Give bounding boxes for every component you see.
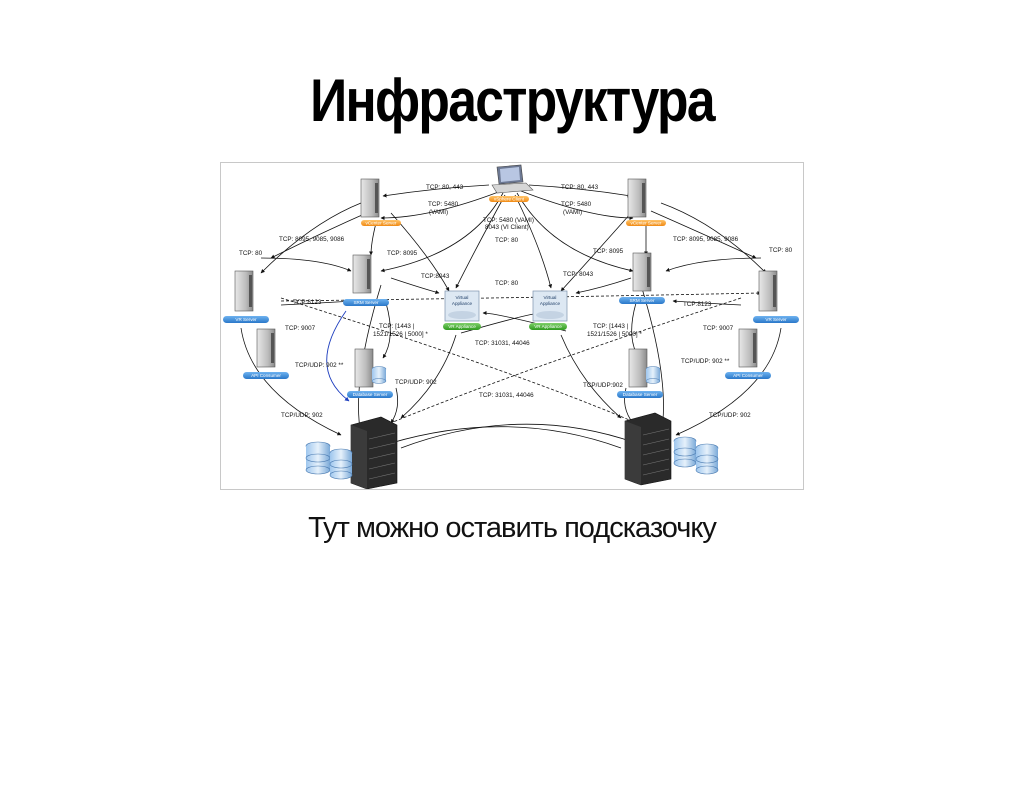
va-left-badge	[443, 323, 481, 330]
port-label: 1521/1526 | 5000] *	[587, 331, 642, 338]
srm-right-badge	[619, 297, 665, 304]
vr-right-label: VR Server	[765, 317, 787, 322]
va-right-text-top: Virtual	[544, 295, 557, 300]
server-icon	[360, 178, 380, 218]
port-label: TCP: 80	[495, 280, 519, 287]
port-label: TCP: 5480	[561, 201, 592, 208]
database-server-icon	[628, 348, 661, 388]
port-label: 8043 (VI Client)	[485, 224, 529, 231]
port-label: TCP: 8095, 9085, 9086	[673, 236, 739, 243]
slide-title: Инфраструктура	[310, 67, 715, 134]
port-label: TCP: 5480	[428, 201, 459, 208]
network-diagram: vSphere Client vCenter Server vCenter Se…	[220, 162, 804, 490]
server-icon	[627, 178, 647, 218]
srm-left-badge	[343, 299, 389, 306]
port-label: TCP: 9007	[285, 325, 316, 332]
srm-left-label: SRM Server	[353, 300, 378, 305]
storage-rack-icon	[624, 412, 672, 486]
port-label: TCP: 9007	[703, 325, 734, 332]
database-stack-icon	[673, 436, 719, 475]
va-left-badge-label: VR Appliance	[448, 324, 476, 329]
port-label: TCP:8123	[683, 301, 712, 308]
vcenter-left-label: vCenter Server	[366, 221, 397, 226]
virtual-appliance-icon	[532, 290, 568, 322]
server-icon	[352, 254, 372, 294]
srm-right-label: SRM Server	[629, 298, 654, 303]
vr-left-label: VR Server	[235, 317, 257, 322]
va-left-text-bottom: Appliance	[452, 301, 473, 306]
port-label: TCP:8043	[421, 273, 450, 280]
port-label: TCP: 8095	[387, 250, 418, 257]
va-right-text-bottom: Appliance	[540, 301, 561, 306]
vr-left-badge	[223, 316, 269, 323]
port-label: TCP: 8043	[563, 271, 594, 278]
port-label: TCP: [1443 |	[379, 323, 415, 330]
port-label: TCP/UDP: 902	[395, 379, 437, 386]
port-label: TCP: 80, 443	[561, 184, 599, 191]
port-label: TCP: 8095, 9085, 9086	[279, 236, 345, 243]
client-badge	[489, 196, 529, 202]
va-right-badge-label: VR Appliance	[534, 324, 562, 329]
virtual-appliance-icon	[444, 290, 480, 322]
port-label: TCP:8123	[293, 299, 322, 306]
port-label: TCP/UDP: 902	[281, 412, 323, 419]
server-icon	[738, 328, 758, 368]
port-label: TCP/UDP:902	[583, 382, 623, 389]
port-label: TCP: 8095	[593, 248, 624, 255]
server-icon	[632, 252, 652, 292]
vcenter-right-badge	[626, 220, 666, 226]
db-right-label: Database Server	[623, 392, 658, 397]
port-label: (VAMI)	[563, 209, 582, 216]
port-label: TCP: 31031, 44046	[479, 392, 534, 399]
port-label: TCP/UDP: 902 **	[681, 358, 730, 365]
port-label: TCP: 80	[239, 250, 263, 257]
vcenter-right-label: vCenter Server	[631, 221, 662, 226]
port-labels: TCP: 80, 443 TCP: 80, 443 TCP: 5480 (VAM…	[239, 184, 793, 419]
va-left-text-top: Virtual	[456, 295, 469, 300]
va-right-badge	[529, 323, 567, 330]
vr-right-badge	[753, 316, 799, 323]
db-right-badge	[617, 391, 663, 398]
db-left-badge	[347, 391, 393, 398]
storage-rack-icon	[350, 416, 398, 489]
port-label: TCP/UDP: 902	[709, 412, 751, 419]
port-label: 1521/1526 | 5000] *	[373, 331, 428, 338]
port-label: TCP: 80, 443	[426, 184, 464, 191]
port-label: TCP: 80	[769, 247, 793, 254]
client-label: vSphere Client	[494, 197, 525, 202]
diagram-canvas: vSphere Client vCenter Server vCenter Se…	[223, 164, 799, 489]
port-label: TCP: 31031, 44046	[475, 340, 530, 347]
port-label: TCP/UDP: 902 **	[295, 362, 344, 369]
vcenter-left-badge	[361, 220, 401, 226]
server-icon	[234, 270, 254, 312]
api-left-badge	[243, 372, 289, 379]
slide-caption: Тут можно оставить подсказочку	[308, 512, 717, 544]
server-icon	[256, 328, 276, 368]
port-label: (VAMI)	[429, 209, 448, 216]
api-left-label: API Consumer	[251, 373, 281, 378]
port-label: TCP: 5480 (VAMI)	[483, 217, 534, 224]
database-stack-icon	[305, 441, 353, 480]
api-right-badge	[725, 372, 771, 379]
api-right-label: API Consumer	[733, 373, 763, 378]
database-server-icon	[354, 348, 387, 388]
blue-connection	[326, 310, 350, 402]
db-left-label: Database Server	[353, 392, 388, 397]
port-label: TCP: 80	[495, 237, 519, 244]
laptop-icon	[491, 164, 534, 194]
port-label: TCP: [1443 |	[593, 323, 629, 330]
server-icon	[758, 270, 778, 312]
